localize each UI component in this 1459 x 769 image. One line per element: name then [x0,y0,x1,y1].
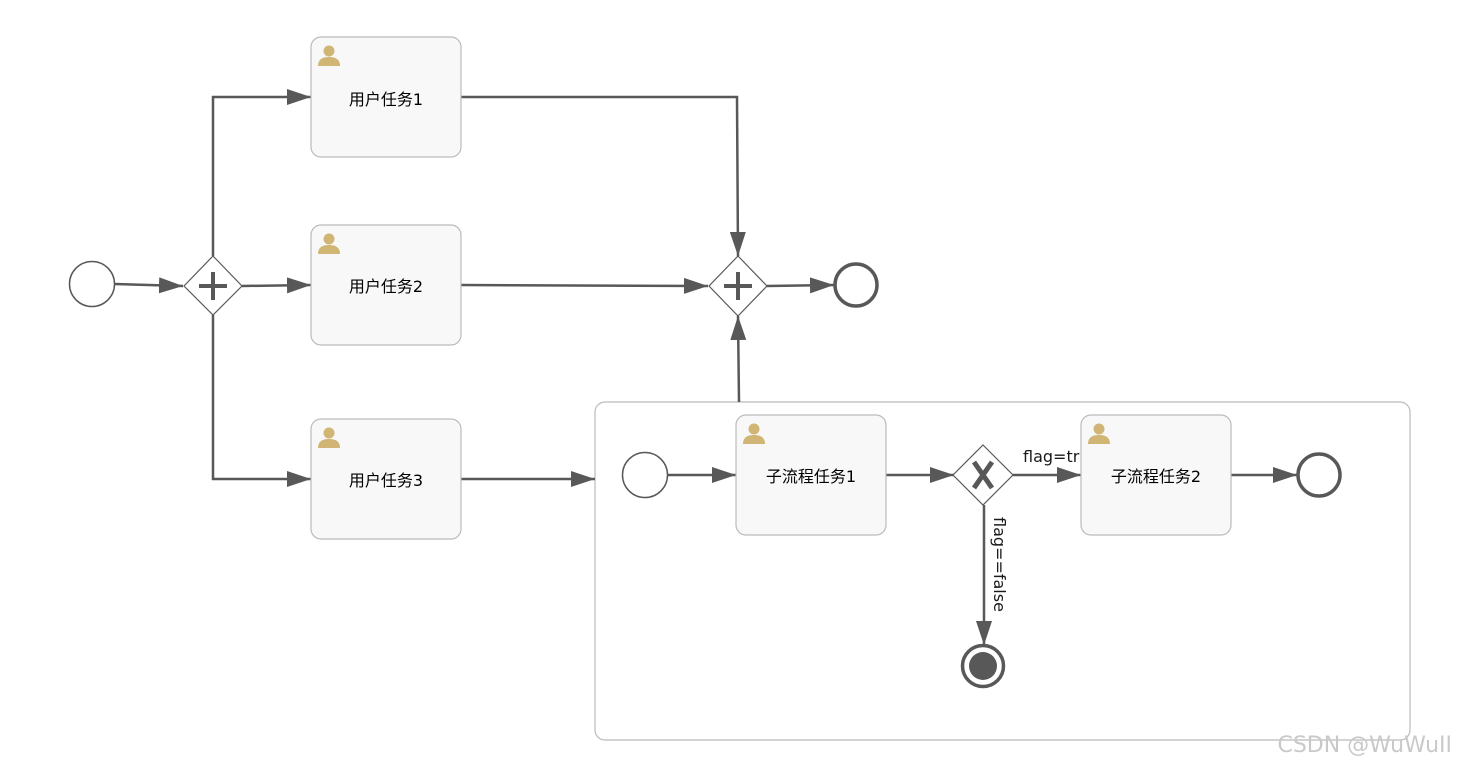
flow-join-to-end[interactable] [766,277,835,294]
user-task-3[interactable]: 用户任务3 [310,418,462,540]
flow-fork-to-task3[interactable] [211,315,311,487]
flow-task2-to-join[interactable] [460,277,709,294]
plus-icon [724,272,752,300]
flow-label-true: flag=true [1023,447,1099,466]
task-label: 子流程任务2 [1111,467,1201,486]
flow-subprocess-to-join[interactable] [730,315,747,403]
end-event[interactable] [833,262,879,308]
start-event[interactable] [68,260,116,308]
task-label: 用户任务3 [349,471,423,490]
subprocess-task-1[interactable]: 子流程任务1 [735,414,887,536]
user-task-1[interactable]: 用户任务1 [310,36,462,158]
sequence-flows-main [114,89,835,487]
plus-icon [199,272,227,300]
flow-label-false: flag==false [990,517,1009,612]
flow-start-to-fork[interactable] [114,277,184,294]
flow-fork-to-task2[interactable] [241,277,312,294]
task-label: 子流程任务1 [766,467,856,486]
sequence-flows-subprocess [668,467,1297,645]
watermark-text: CSDN @WuWuII [1277,733,1452,758]
exclusive-gateway[interactable] [952,444,1014,506]
user-task-2[interactable]: 用户任务2 [310,224,462,346]
subprocess-end-event[interactable] [1296,452,1342,498]
x-icon [971,460,995,490]
task-label: 用户任务2 [349,277,423,296]
flow-fork-to-task1[interactable] [211,89,311,256]
subprocess-start-event[interactable] [621,451,669,499]
flow-task1-to-join[interactable] [461,95,746,257]
join-parallel-gateway[interactable] [708,255,768,317]
terminate-end-event[interactable] [960,643,1006,689]
fork-parallel-gateway[interactable] [183,255,243,316]
subprocess-task-2[interactable]: 子流程任务2 [1080,414,1232,536]
task-label: 用户任务1 [349,90,423,109]
